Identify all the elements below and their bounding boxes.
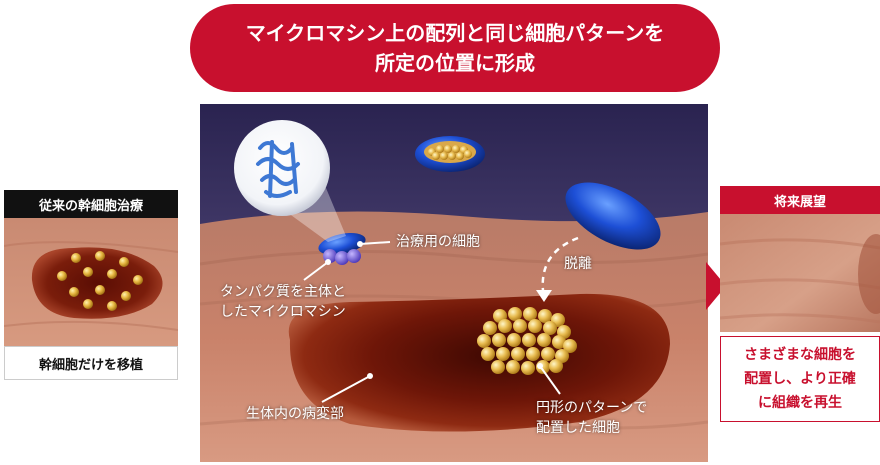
lesion-label: 生体内の病変部 <box>246 406 344 422</box>
left-lesion-illustration <box>4 218 178 346</box>
right-panel-image <box>720 214 880 332</box>
left-panel-image <box>4 218 178 346</box>
lesion-shape <box>288 293 670 432</box>
banner-line-1: マイクロマシン上の配列と同じ細胞パターンを <box>245 21 665 45</box>
right-panel-description: さまざまな細胞を 配置し、より正確 に組織を再生 <box>720 336 880 422</box>
detach-label: 脱離 <box>564 256 592 272</box>
micromachine-label-line-2: したマイクロマシン <box>220 304 346 320</box>
cell-pattern-label-line-1: 円形のパターンで <box>536 400 648 416</box>
main-illustration: 治療用の細胞 脱離 タンパク質を主体と したマイクロマシン 生体内の病変部 円形… <box>200 104 708 462</box>
detached-micromachine <box>565 182 661 250</box>
cell-pattern-label-line-2: 配置した細胞 <box>536 420 620 436</box>
banner-line-2: 所定の位置に形成 <box>375 51 535 75</box>
arrow-right-icon <box>706 262 726 310</box>
right-description-line-1: さまざまな細胞を <box>744 347 856 363</box>
micromachine-label: タンパク質を主体と したマイクロマシン <box>220 282 346 322</box>
therapy-cells-label: 治療用の細胞 <box>396 234 480 250</box>
cell-pattern <box>477 307 577 375</box>
tissue-illustration <box>720 214 880 332</box>
main-illustration-svg <box>200 104 708 462</box>
cell-pattern-label: 円形のパターンで 配置した細胞 <box>536 398 647 438</box>
protein-structure <box>256 140 300 198</box>
left-panel-caption: 幹細胞だけを移植 <box>4 346 178 380</box>
left-cells <box>57 251 143 311</box>
right-panel-title: 将来展望 <box>720 186 880 214</box>
left-panel-title: 従来の幹細胞治療 <box>4 190 178 218</box>
right-description-line-2: 配置し、より正確 <box>744 371 856 387</box>
right-description-line-3: に組織を再生 <box>758 395 842 411</box>
title-banner: マイクロマシン上の配列と同じ細胞パターンを 所定の位置に形成 <box>190 4 720 92</box>
micromachine-label-line-1: タンパク質を主体と <box>220 284 346 300</box>
